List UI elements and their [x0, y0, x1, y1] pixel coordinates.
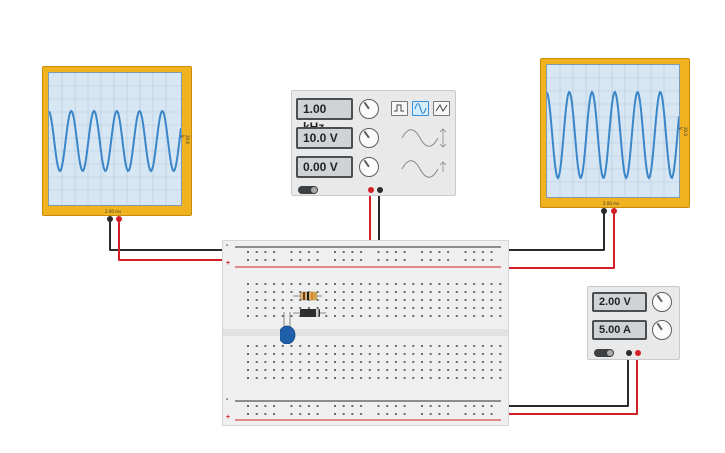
oscilloscope-screen [546, 64, 680, 198]
wire-red-psu[interactable] [497, 355, 638, 415]
rail-minus-label-bottom: - [226, 396, 229, 403]
scope-right-ground-terminal[interactable] [601, 208, 607, 214]
breadboard[interactable]: - + - + [222, 240, 509, 426]
scope-trace-right [547, 65, 679, 197]
breadboard-holes [223, 246, 508, 421]
offset-display: 0.00 V [296, 156, 353, 178]
rail-plus-label-bottom: + [226, 414, 231, 421]
oscilloscope-left[interactable]: 2.00 ms 20.0 V [42, 66, 192, 216]
scope-right-probe-terminal[interactable] [611, 208, 617, 214]
dc-power-supply[interactable]: 2.00 V 5.00 A [587, 286, 680, 360]
sine-wave-button[interactable] [412, 101, 429, 116]
capacitor[interactable] [280, 312, 296, 344]
rail-minus-label: - [226, 242, 229, 249]
oscilloscope-right[interactable]: 2.00 ms 20.0 V [540, 58, 690, 208]
wire-black-right-scope[interactable] [497, 213, 605, 251]
frequency-display: 1.00 kHz [296, 98, 353, 134]
square-wave-button[interactable] [391, 101, 408, 116]
offset-wave-icon [401, 160, 447, 178]
scope-left-ground-terminal[interactable] [107, 216, 113, 222]
oscilloscope-screen [48, 72, 182, 206]
amplitude-wave-icon [401, 128, 447, 148]
triangle-wave-button[interactable] [433, 101, 450, 116]
function-generator[interactable]: 1.00 kHz 10.0 V 0.00 V [291, 90, 456, 196]
components-layer [280, 291, 326, 344]
voltage-knob[interactable] [652, 292, 672, 312]
diode[interactable] [293, 309, 326, 317]
resistor[interactable] [293, 291, 322, 301]
time-scale-label: 2.00 ms [603, 201, 620, 206]
psu-positive-terminal[interactable] [635, 350, 641, 356]
scope-left-probe-terminal[interactable] [116, 216, 122, 222]
frequency-knob[interactable] [359, 99, 379, 119]
volt-scale-label: 20.0 V [678, 127, 688, 136]
psu-power-toggle[interactable] [594, 349, 614, 357]
time-scale-label: 2.00 ms [105, 209, 122, 214]
current-knob[interactable] [652, 320, 672, 340]
voltage-display: 2.00 V [592, 292, 647, 312]
scope-trace-left [49, 73, 181, 205]
fgen-positive-terminal[interactable] [368, 187, 374, 193]
psu-negative-terminal[interactable] [626, 350, 632, 356]
power-toggle[interactable] [298, 186, 318, 194]
rail-plus-label: + [226, 260, 231, 267]
sine-wave-icon [414, 103, 427, 114]
wire-black-psu[interactable] [497, 355, 629, 407]
wire-black-left-scope[interactable] [109, 221, 233, 251]
volt-scale-label: 20.0 V [180, 135, 190, 144]
current-display: 5.00 A [592, 320, 647, 340]
amplitude-knob[interactable] [359, 128, 379, 148]
square-wave-icon [394, 104, 404, 112]
fgen-negative-terminal[interactable] [377, 187, 383, 193]
amplitude-display: 10.0 V [296, 127, 353, 149]
triangle-wave-icon [435, 104, 448, 112]
offset-knob[interactable] [359, 157, 379, 177]
